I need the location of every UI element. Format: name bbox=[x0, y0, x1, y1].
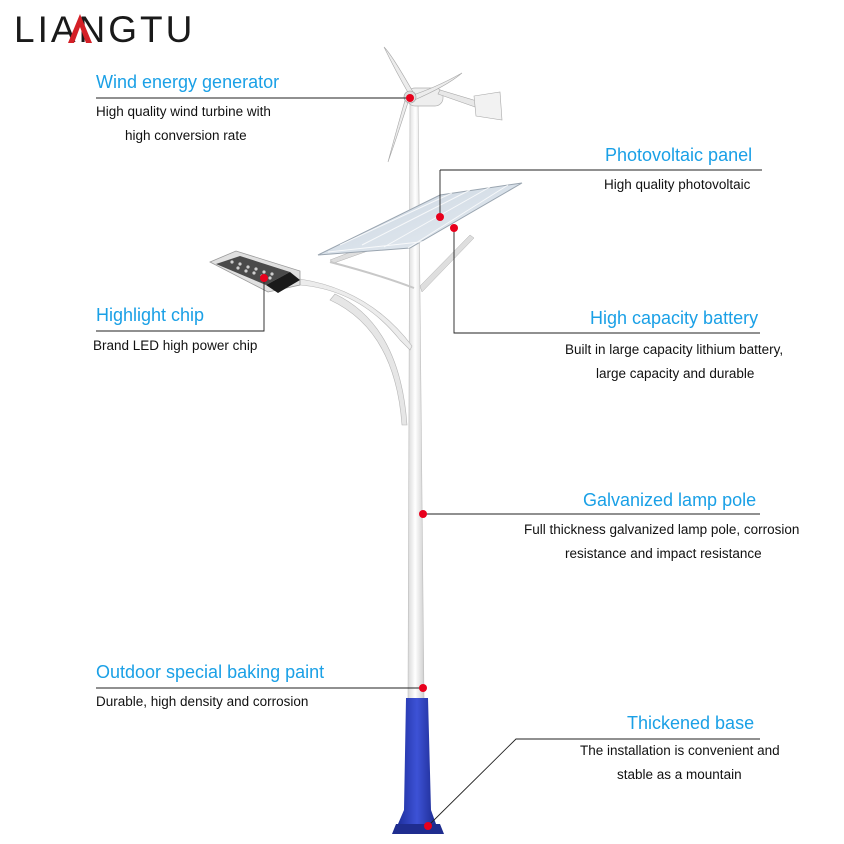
wind-desc-line2: high conversion rate bbox=[125, 128, 247, 143]
marker-battery bbox=[450, 224, 458, 232]
marker-wind bbox=[406, 94, 414, 102]
base-flange bbox=[392, 824, 444, 834]
base-desc-line2: stable as a mountain bbox=[617, 767, 742, 782]
leader-line-battery bbox=[453, 228, 760, 334]
battery-desc-line1: Built in large capacity lithium battery, bbox=[565, 342, 784, 357]
base-desc-line1: The installation is convenient and bbox=[580, 743, 780, 758]
panel-bracket-right bbox=[419, 234, 475, 293]
chip-title: Highlight chip bbox=[96, 305, 205, 325]
leader-line-base bbox=[427, 738, 760, 827]
logo-accent bbox=[68, 14, 92, 43]
wind-title: Wind energy generator bbox=[96, 72, 280, 92]
base-title: Thickened base bbox=[627, 713, 755, 733]
marker-pole bbox=[419, 510, 427, 518]
marker-paint bbox=[419, 684, 427, 692]
battery-desc-line2: large capacity and durable bbox=[596, 366, 755, 381]
panel-strut bbox=[329, 261, 415, 289]
marker-chip bbox=[260, 274, 268, 282]
turbine-blade-3 bbox=[387, 95, 411, 163]
pole-desc-line2: resistance and impact resistance bbox=[565, 546, 762, 561]
wind-desc-line1: High quality wind turbine with bbox=[96, 104, 271, 119]
marker-pv bbox=[436, 213, 444, 221]
leader-line-chip bbox=[96, 278, 265, 332]
brand-logo: LIANGTU bbox=[14, 6, 214, 59]
pole-title: Galvanized lamp pole bbox=[583, 490, 757, 510]
pole-base bbox=[398, 698, 436, 824]
pv-desc-line1: High quality photovoltaic bbox=[604, 177, 751, 192]
solar-panel bbox=[317, 182, 523, 256]
lamp-pole bbox=[407, 94, 425, 701]
brand-logo-text: LIANGTU bbox=[14, 9, 195, 50]
turbine-tail-boom bbox=[437, 89, 481, 109]
turbine-blade-1 bbox=[383, 46, 414, 97]
pole-desc-line1: Full thickness galvanized lamp pole, cor… bbox=[524, 522, 800, 537]
paint-title: Outdoor special baking paint bbox=[96, 662, 325, 682]
led-driver bbox=[266, 272, 300, 293]
turbine-tail-fin bbox=[473, 91, 503, 121]
paint-desc-line1: Durable, high density and corrosion bbox=[96, 694, 309, 709]
chip-desc-line1: Brand LED high power chip bbox=[93, 338, 258, 353]
lamp-arm bbox=[299, 278, 413, 351]
battery-title: High capacity battery bbox=[590, 308, 759, 328]
brand-logo-mark: LIANGTU bbox=[14, 9, 195, 50]
lamp-arm-brace bbox=[329, 293, 408, 426]
marker-base bbox=[424, 822, 432, 830]
pv-title: Photovoltaic panel bbox=[605, 145, 753, 165]
turbine-blade-2 bbox=[409, 72, 463, 102]
